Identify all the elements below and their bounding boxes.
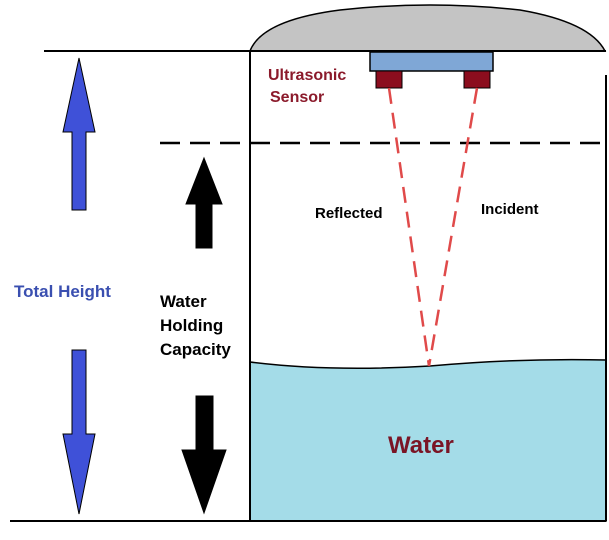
sensor-label-line2: Sensor [270, 89, 324, 106]
sensor-foot-right [463, 70, 491, 89]
reflected-beam [387, 87, 431, 367]
capacity-label-line2: Holding [160, 316, 223, 335]
total-height-label: Total Height [14, 282, 111, 301]
arrow-up-icon [62, 57, 96, 211]
tank-dome [248, 4, 607, 52]
sensor-body [369, 51, 494, 72]
capacity-label-line3: Capacity [160, 340, 231, 359]
sensor-foot-left [375, 70, 403, 89]
sensor-label-line1: Ultrasonic [268, 67, 346, 84]
arrow-down-icon [62, 349, 96, 515]
reflected-label: Reflected [315, 205, 383, 222]
capacity-label-line1: Water [160, 292, 207, 311]
arrow-down-icon [181, 395, 227, 515]
incident-label: Incident [481, 201, 539, 218]
incident-beam [427, 87, 479, 367]
water-body [249, 358, 607, 522]
arrow-up-icon [185, 156, 223, 249]
water-label: Water [388, 432, 454, 459]
